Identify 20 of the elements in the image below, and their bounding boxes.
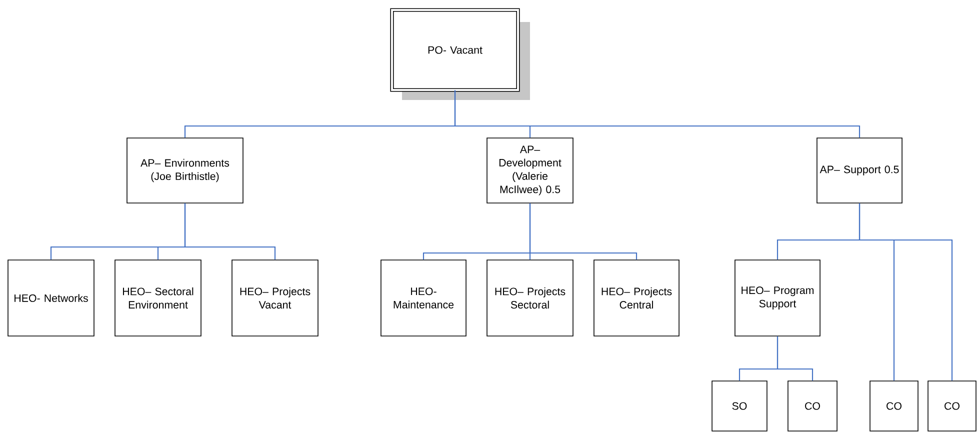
position-box: AP– Support 0.5 <box>816 138 902 204</box>
position-box: HEO- Maintenance <box>380 260 466 336</box>
position-box: SO <box>712 380 768 432</box>
connector-line <box>184 203 276 260</box>
position-box: AP– Environments (Joe Birthistle) <box>126 138 244 204</box>
position-box: HEO- Networks <box>8 260 94 336</box>
position-box: HEO– Projects Central <box>594 260 680 336</box>
position-box: HEO– Projects Vacant <box>232 260 318 336</box>
connector-line <box>454 90 860 138</box>
connector-line <box>529 203 638 260</box>
position-box: HEO– Projects Sectoral <box>486 260 574 336</box>
position-box: AP– Development (Valerie McIlwee) 0.5 <box>486 138 574 204</box>
connector-line <box>858 203 953 381</box>
connector-line <box>776 336 814 381</box>
position-box: CO <box>788 380 838 432</box>
position-box: HEO– Program Support <box>734 260 820 336</box>
position-box: CO <box>928 380 976 432</box>
position-box: CO <box>870 380 918 432</box>
position-box: PO- Vacant <box>390 8 530 100</box>
position-box: HEO– Sectoral Environment <box>114 260 202 336</box>
